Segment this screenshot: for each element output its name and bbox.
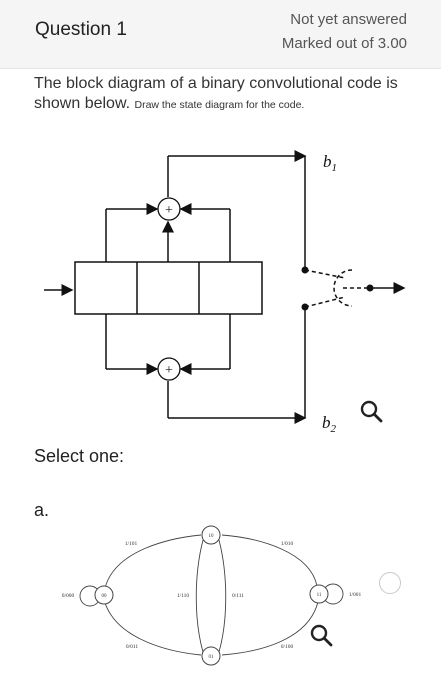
question-sub-text: Draw the state diagram for the code. [134, 99, 305, 111]
question-title: Question 1 [35, 19, 127, 40]
top-adder: + [157, 197, 181, 221]
state-11-label: 11 [317, 593, 322, 598]
answer-status: Not yet answered [290, 11, 407, 28]
magnifier-icon[interactable] [358, 398, 384, 424]
edge-label-10-11: 1/010 [281, 541, 294, 547]
state-10-label: 10 [209, 534, 215, 539]
output-b2-label: b2 [322, 413, 337, 435]
bottom-adder: + [157, 357, 181, 381]
state-10 [201, 525, 221, 545]
state-01 [201, 646, 221, 666]
shift-register [74, 261, 263, 315]
edge-label-11-01: 0/100 [281, 644, 294, 650]
select-one-label: Select one: [34, 446, 125, 466]
question-header: Question 1 Not yet answered Marked out o… [0, 0, 441, 69]
marks-info: Marked out of 3.00 [281, 35, 407, 52]
edge-label-00-10: 1/101 [125, 541, 138, 547]
question-main-text: The block diagram of a binary convolutio… [34, 75, 398, 112]
option-a-radio[interactable] [379, 572, 401, 594]
state-11 [309, 584, 329, 604]
convolutional-encoder-diagram: + + b1 b2 [44, 150, 406, 435]
state-01-label: 01 [209, 655, 215, 660]
edge-label-01-00: 0/011 [126, 644, 139, 650]
bottom-adder-symbol: + [165, 363, 173, 378]
edge-label-01-10: 0/111 [232, 593, 244, 599]
edge-label-self-11: 1/001 [349, 592, 362, 598]
state-00 [94, 585, 114, 605]
edge-label-self-00: 0/000 [62, 593, 75, 599]
option-a-state-diagram[interactable]: 00 10 11 01 0/000 1/101 1/010 1/001 1/11… [0, 500, 441, 700]
output-b1-label: b1 [323, 152, 337, 174]
magnifier-icon[interactable] [308, 622, 334, 648]
edge-label-10-01: 1/110 [177, 593, 190, 599]
option-a-letter: a. [34, 500, 50, 520]
top-adder-symbol: + [165, 203, 173, 218]
state-00-label: 00 [102, 594, 108, 599]
question-status: Not yet answered Marked out of 3.00 [282, 8, 407, 56]
question-text: The block diagram of a binary convolutio… [34, 74, 419, 115]
